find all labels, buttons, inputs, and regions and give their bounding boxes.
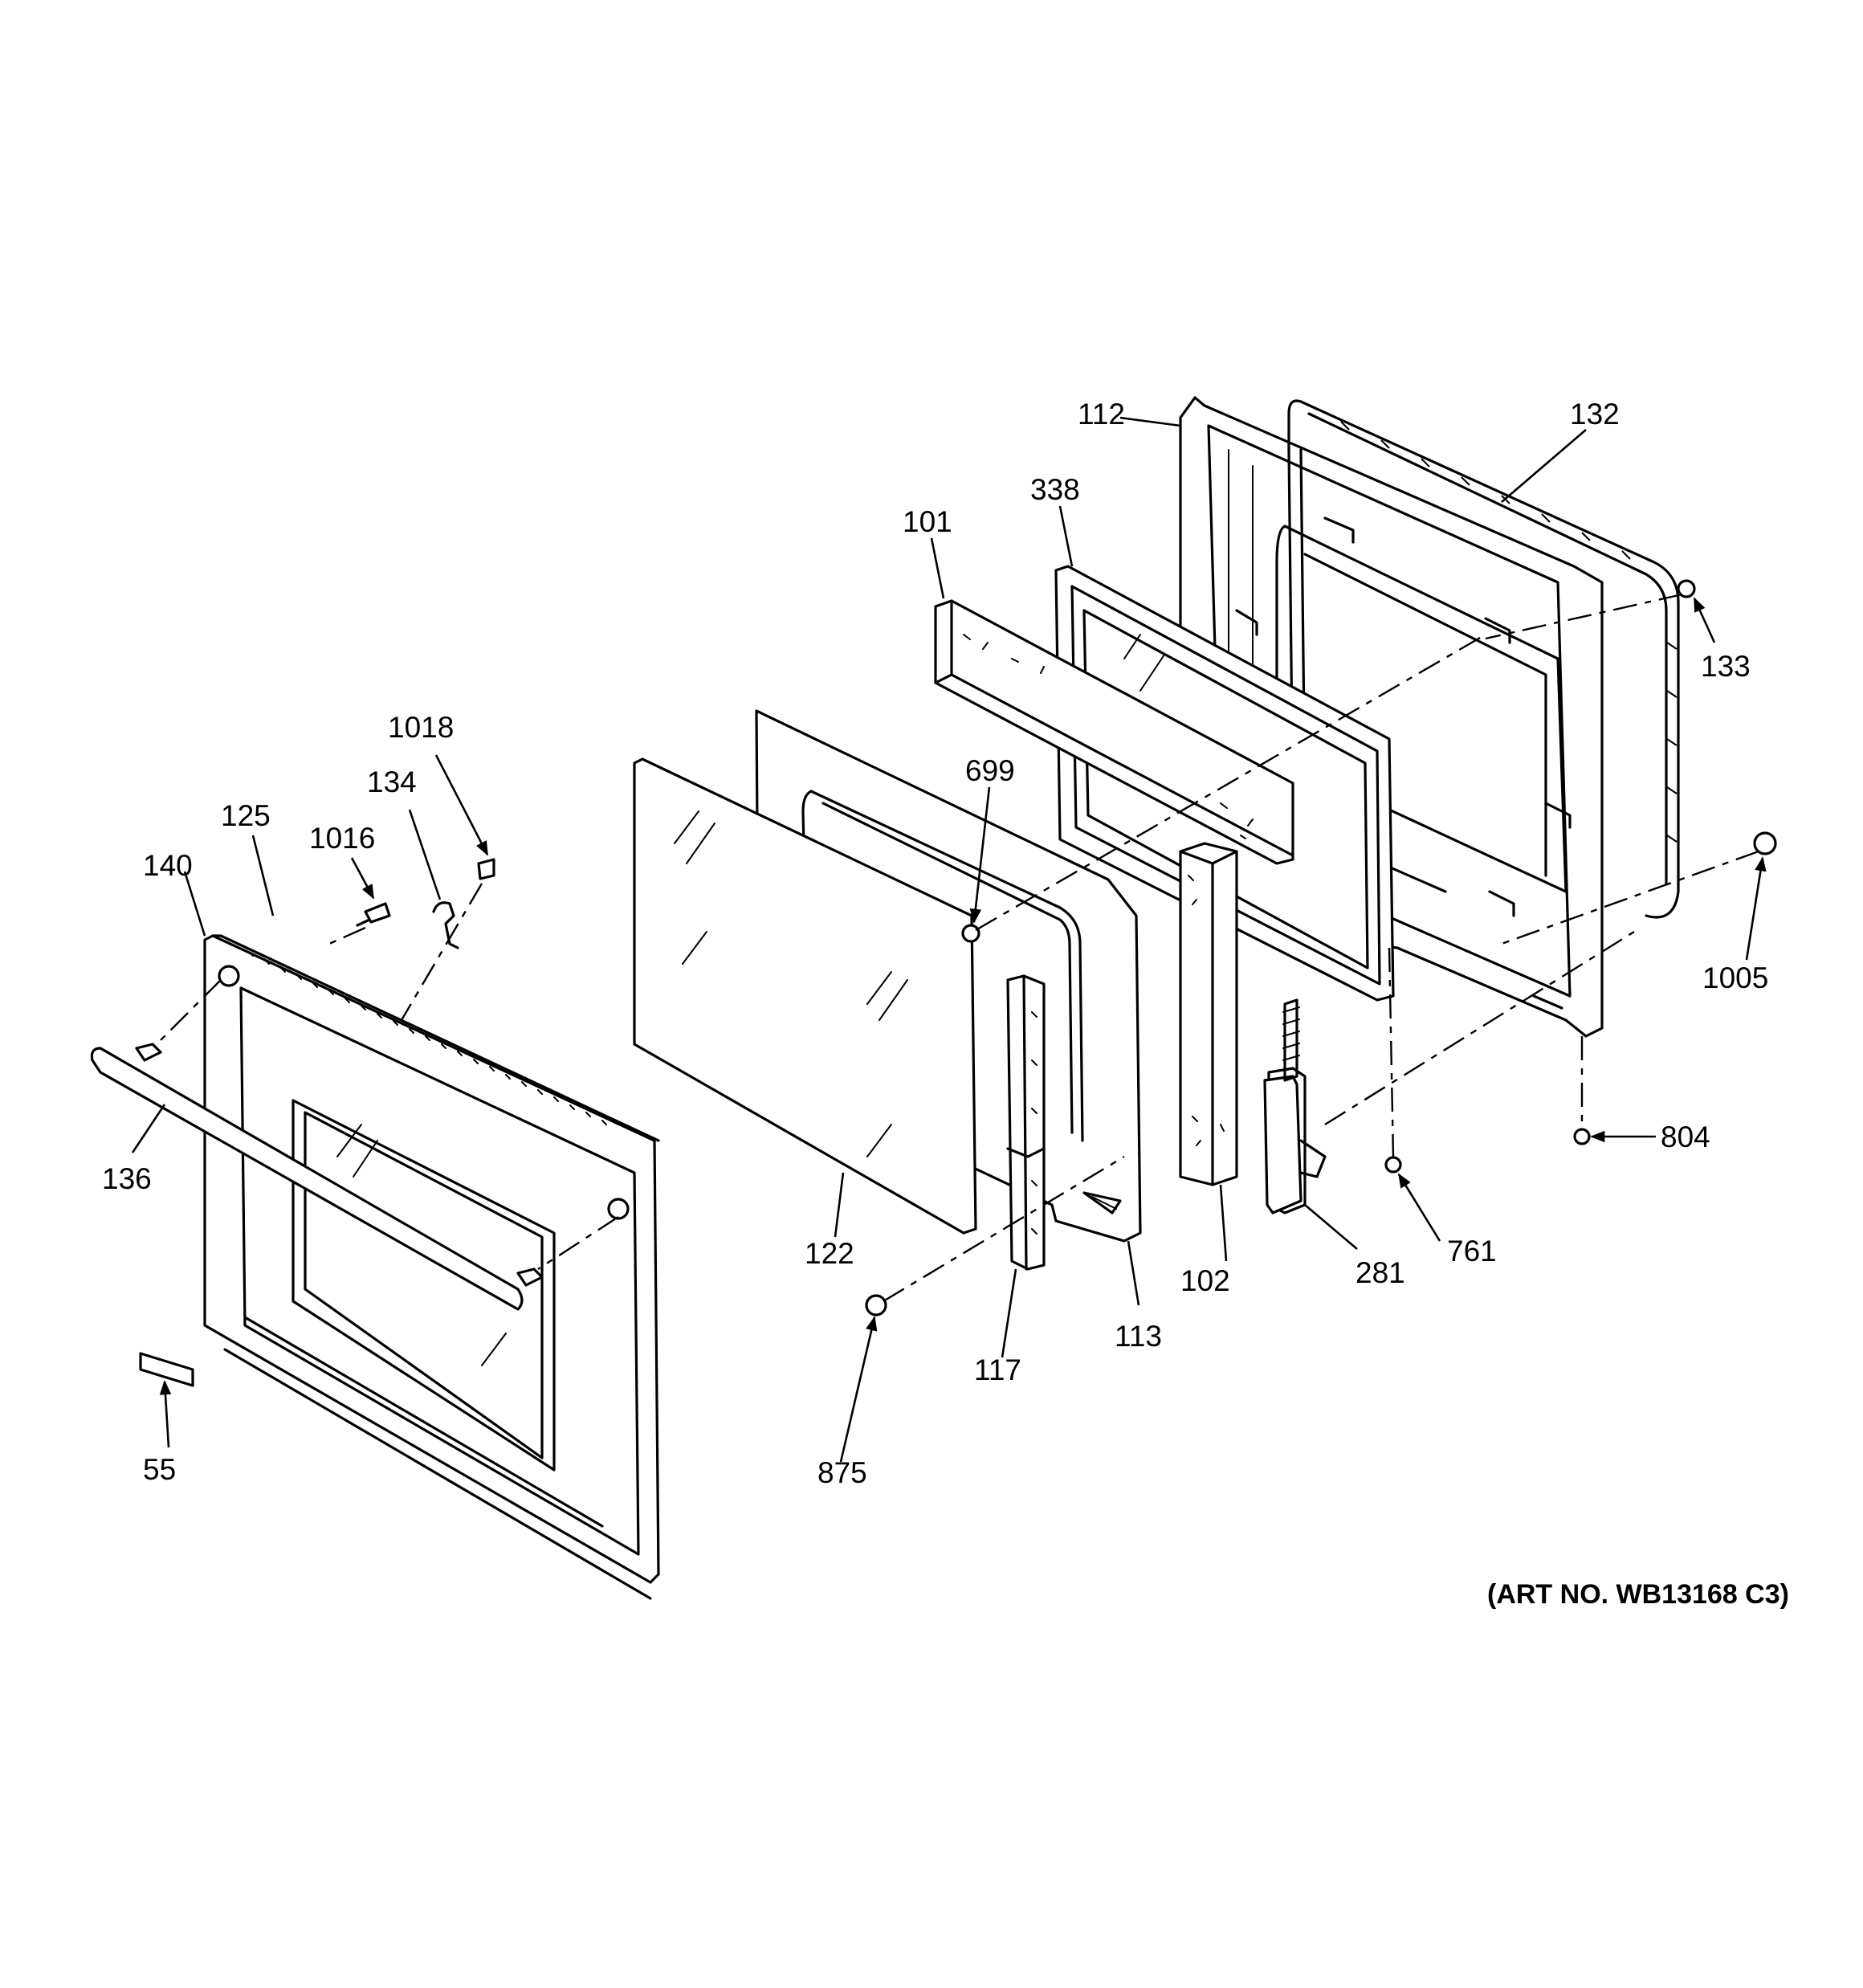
label-134: 134 — [367, 765, 417, 798]
label-761: 761 — [1447, 1235, 1497, 1268]
label-338: 338 — [1030, 473, 1080, 506]
part-117-hinge-channel — [1006, 974, 1046, 1271]
label-804: 804 — [1661, 1121, 1710, 1153]
part-101-top-insulation — [934, 599, 1294, 865]
label-875: 875 — [817, 1456, 867, 1489]
art-number: (ART NO. WB13168 C3) — [1487, 1579, 1789, 1610]
part-875-screw — [865, 1294, 887, 1316]
part-133-screw — [1677, 579, 1696, 598]
leader-lines — [131, 416, 1767, 1463]
part-699-screw — [961, 924, 980, 943]
label-112: 112 — [1078, 398, 1125, 431]
part-281-hinge — [1263, 998, 1327, 1214]
label-133: 133 — [1701, 650, 1751, 683]
label-125: 125 — [221, 799, 271, 832]
label-1016: 1016 — [309, 822, 375, 855]
label-136: 136 — [102, 1162, 152, 1195]
part-761-screw — [1384, 1156, 1402, 1174]
label-1018: 1018 — [388, 711, 454, 744]
label-55: 55 — [143, 1453, 176, 1486]
part-804-screw — [1573, 1128, 1591, 1145]
label-281: 281 — [1355, 1256, 1405, 1289]
part-122-door-glass — [633, 757, 977, 1235]
part-55-nameplate — [139, 1352, 194, 1387]
label-1005: 1005 — [1702, 961, 1768, 994]
label-140: 140 — [143, 849, 193, 882]
part-136-door-handle — [90, 1043, 544, 1311]
part-1016-screw — [356, 902, 391, 927]
assembly-lines — [160, 593, 1759, 1303]
label-699: 699 — [965, 754, 1015, 787]
part-1018-screw — [477, 858, 495, 880]
label-122: 122 — [805, 1237, 854, 1270]
label-132: 132 — [1570, 398, 1620, 431]
label-113: 113 — [1115, 1320, 1162, 1353]
part-134-bracket — [432, 901, 459, 949]
part-labels: 112 132 338 101 133 699 1018 134 125 101… — [102, 398, 1768, 1489]
part-1005-screw — [1753, 831, 1777, 855]
part-140-outer-door-panel — [203, 934, 660, 1600]
label-101: 101 — [903, 505, 952, 538]
part-102-side-insulation — [1179, 842, 1238, 1186]
label-102: 102 — [1180, 1264, 1230, 1297]
label-117: 117 — [974, 1353, 1021, 1386]
